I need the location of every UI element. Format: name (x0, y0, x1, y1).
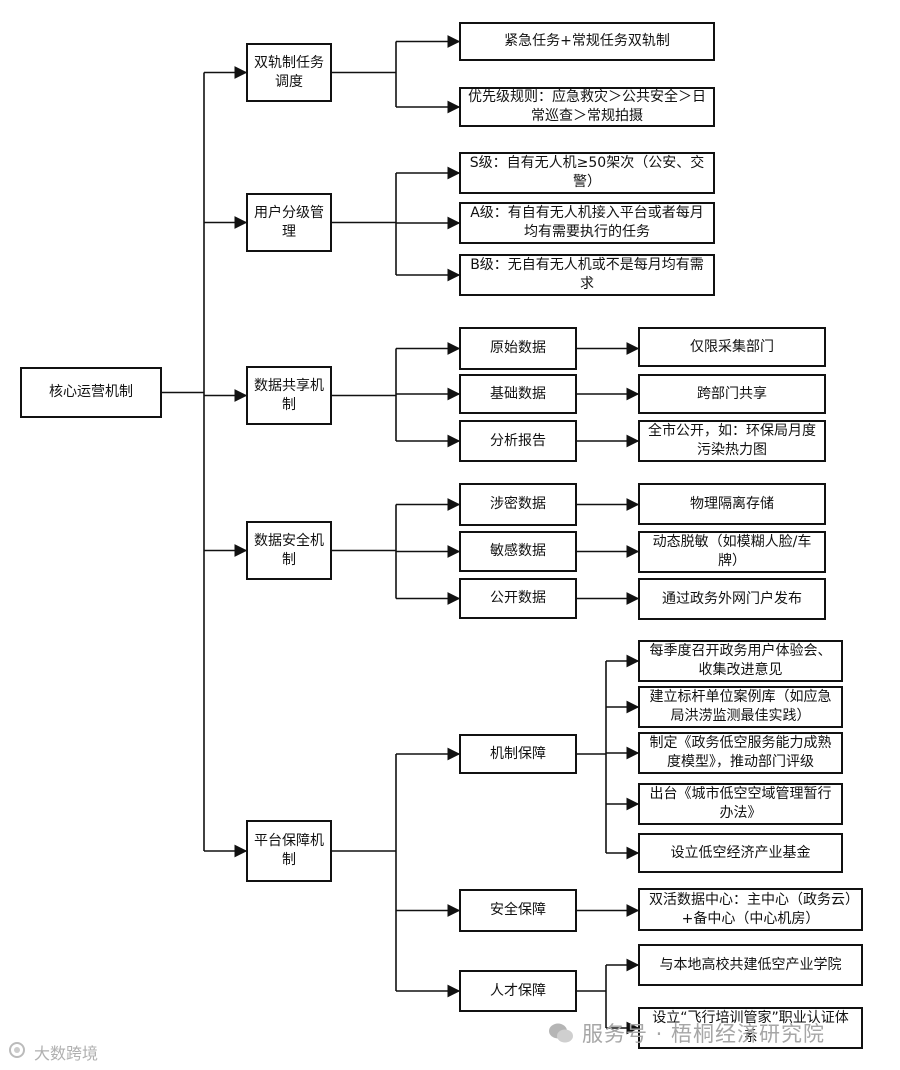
node-secure-secret-1: 物理隔离存储 (638, 483, 826, 525)
node-secure-public: 公开数据 (459, 578, 577, 619)
node-dual-1: 紧急任务+常规任务双轨制 (459, 22, 715, 61)
node-share-raw-1: 仅限采集部门 (638, 327, 826, 367)
node-share: 数据共享机制 (246, 366, 332, 425)
node-root: 核心运营机制 (20, 367, 162, 418)
node-secure-secret: 涉密数据 (459, 483, 577, 526)
node-platform: 平台保障机制 (246, 820, 332, 882)
node-plat-safe-1: 双活数据中心：主中心（政务云）+备中心（中心机房） (638, 888, 863, 931)
node-share-base-1: 跨部门共享 (638, 374, 826, 414)
node-plat-safe: 安全保障 (459, 889, 577, 932)
watermark-official-account: 服务号 · 梧桐经济研究院 (548, 1018, 825, 1048)
node-secure-sensitive-1: 动态脱敏（如模糊人脸/车牌） (638, 531, 826, 573)
source-logo-icon (8, 1041, 28, 1063)
node-share-report: 分析报告 (459, 420, 577, 462)
watermark-left-text: 大数跨境 (34, 1044, 99, 1063)
node-plat-talent-2: 设立“飞行培训管家”职业认证体系 (638, 1007, 863, 1049)
node-plat-mech: 机制保障 (459, 734, 577, 774)
node-plat-mech-5: 设立低空经济产业基金 (638, 833, 843, 873)
node-share-raw: 原始数据 (459, 327, 577, 370)
node-tier: 用户分级管理 (246, 193, 332, 252)
node-dual-2: 优先级规则：应急救灾＞公共安全＞日常巡查＞常规拍摄 (459, 87, 715, 127)
node-secure-sensitive: 敏感数据 (459, 531, 577, 572)
node-dual: 双轨制任务调度 (246, 43, 332, 102)
watermark-source: 大数跨境 (8, 1040, 98, 1064)
node-tier-a: A级：有自有无人机接入平台或者每月均有需要执行的任务 (459, 202, 715, 244)
node-tier-b: B级：无自有无人机或不是每月均有需求 (459, 254, 715, 296)
node-plat-mech-1: 每季度召开政务用户体验会、收集改进意见 (638, 640, 843, 682)
node-plat-mech-4: 出台《城市低空空域管理暂行办法》 (638, 783, 843, 825)
node-share-report-1: 全市公开，如：环保局月度污染热力图 (638, 420, 826, 462)
node-tier-s: S级：自有无人机≥50架次（公安、交警） (459, 152, 715, 194)
node-plat-talent-1: 与本地高校共建低空产业学院 (638, 944, 863, 986)
node-plat-mech-3: 制定《政务低空服务能力成熟度模型》，推动部门评级 (638, 732, 843, 774)
node-plat-mech-2: 建立标杆单位案例库（如应急局洪涝监测最佳实践） (638, 686, 843, 728)
node-plat-talent: 人才保障 (459, 970, 577, 1012)
node-share-base: 基础数据 (459, 374, 577, 414)
wechat-icon (548, 1022, 574, 1044)
node-secure-public-1: 通过政务外网门户发布 (638, 578, 826, 620)
node-secure: 数据安全机制 (246, 521, 332, 580)
watermark-right-text: 服务号 · 梧桐经济研究院 (582, 1022, 826, 1046)
